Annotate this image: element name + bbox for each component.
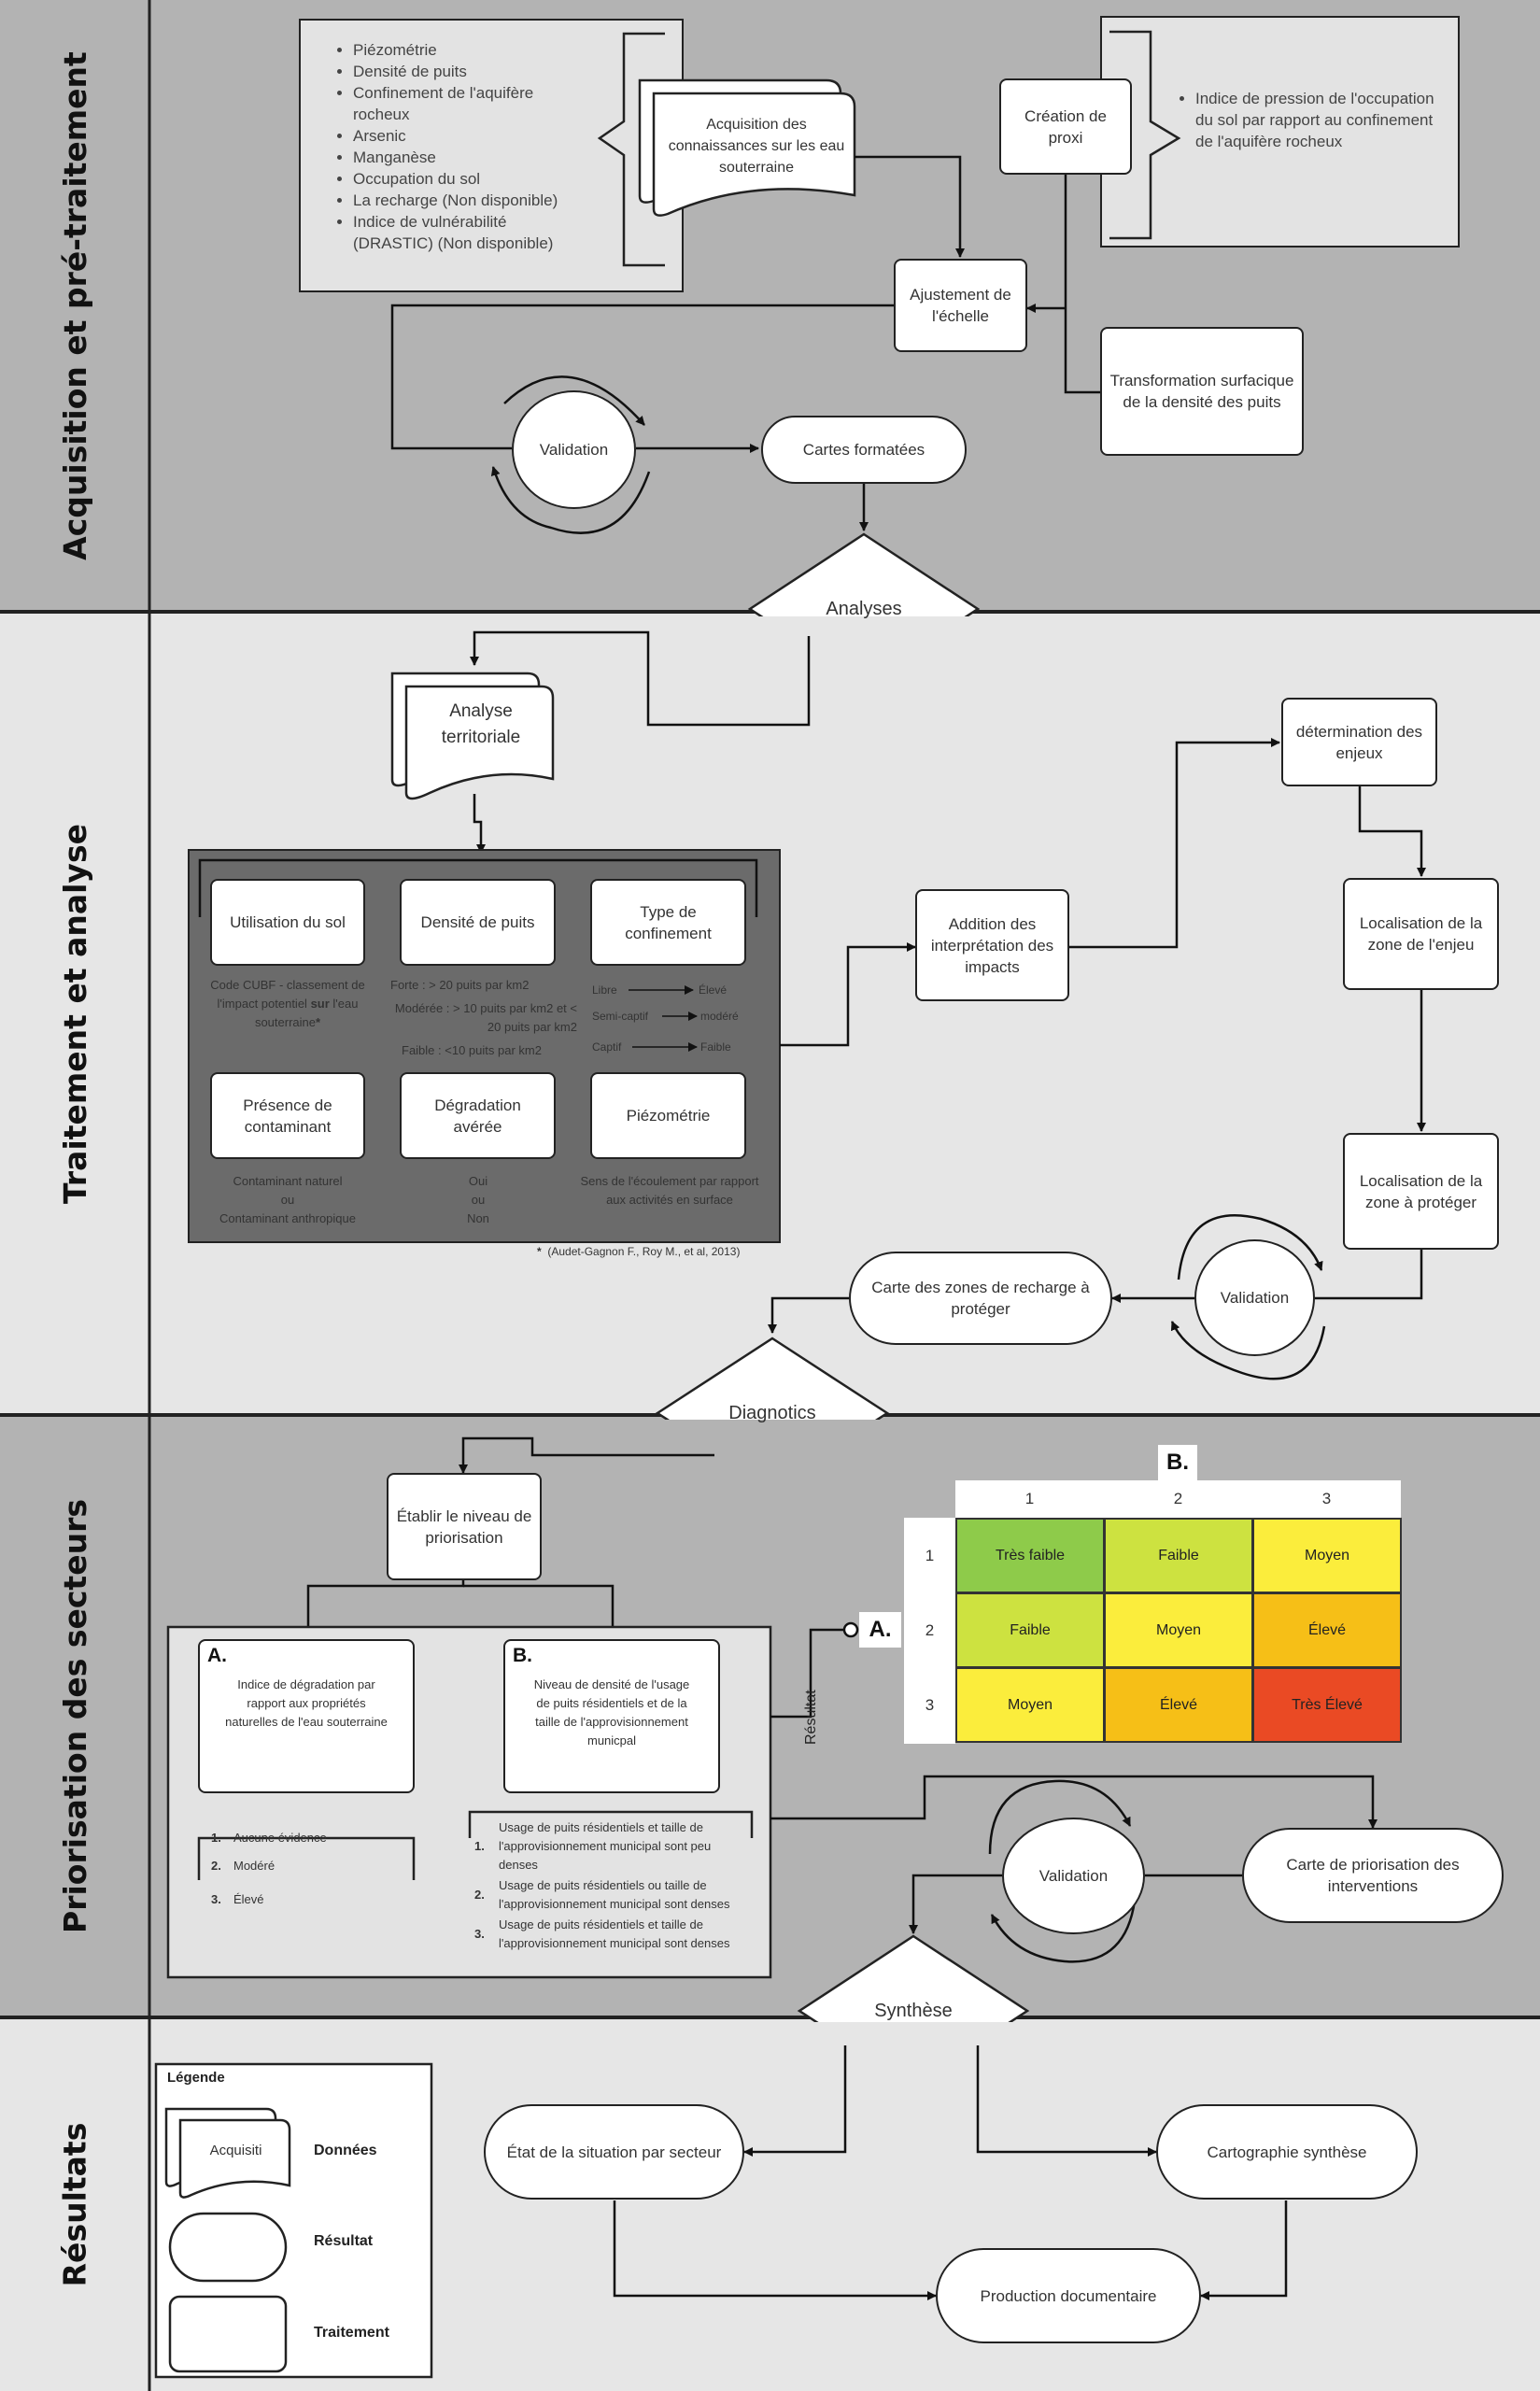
- footnote: * (Audet-Gagnon F., Roy M., et al, 2013): [537, 1245, 741, 1258]
- conf-semi: Semi-captif: [592, 1010, 649, 1023]
- production-documentaire: Production documentaire: [936, 2248, 1201, 2343]
- matrix-header-bg: [955, 1480, 1401, 1518]
- data-item: Indice de vulnérabilité (DRASTIC) (Non d…: [353, 211, 577, 254]
- piezometrie-desc: Sens de l'écoulement par rapport aux act…: [580, 1174, 759, 1207]
- data-item: Piézométrie: [353, 39, 577, 61]
- data-item: La recharge (Non disponible): [353, 190, 577, 211]
- matrix-row-2: 2: [925, 1621, 935, 1639]
- matrix-cell: Moyen: [955, 1667, 1105, 1743]
- densite-puits-box: Densité de puits: [400, 879, 556, 966]
- determination-enjeux-box: détermination des enjeux: [1281, 698, 1437, 786]
- matrix-cell: Faible: [955, 1592, 1105, 1668]
- resultat-label: Résultat: [803, 1690, 819, 1745]
- creation-proxi-box: Création de proxi: [999, 78, 1132, 175]
- validation-circle-2: Validation: [1194, 1239, 1315, 1356]
- utilisation-sol-box: Utilisation du sol: [210, 879, 365, 966]
- densite-faible: Faible : <10 puits par km2: [402, 1043, 542, 1057]
- section1-shapes: [390, 30, 1181, 616]
- matrix-col-3: 3: [1321, 1490, 1332, 1507]
- data-item: Densité de puits: [353, 61, 577, 82]
- legend-resultat: Résultat: [314, 2233, 374, 2249]
- densite-moderee: Modérée : > 10 puits par km2 et < 20 pui…: [394, 1001, 577, 1034]
- matrix-cell: Très Élevé: [1252, 1667, 1402, 1743]
- cartographie-synthese: Cartographie synthèse: [1156, 2104, 1418, 2200]
- data-sources-panel: Piézométrie Densité de puits Confinement…: [299, 19, 684, 292]
- matrix-row-3: 3: [925, 1696, 935, 1714]
- matrix-cell: Très faible: [955, 1518, 1105, 1593]
- matrix-col-2: 2: [1173, 1490, 1183, 1507]
- matrix-b-label-bg: B.: [1158, 1445, 1197, 1480]
- matrix-b-label: B.: [1166, 1450, 1189, 1475]
- data-item: Manganèse: [353, 147, 577, 168]
- presence-desc: Contaminant naturel ou Contaminant anthr…: [219, 1174, 356, 1225]
- a-list-item: 1.Aucune évidence: [211, 1831, 327, 1845]
- proxy-panel: Indice de pression de l'occupation du so…: [1100, 16, 1460, 248]
- criterion-b-box: B. Niveau de densité de l'usage de puits…: [503, 1639, 720, 1793]
- section4-shapes: [154, 2045, 1288, 2379]
- degradation-avere-box: Dégradation avérée: [400, 1072, 556, 1159]
- proxy-item: Indice de pression de l'occupation du so…: [1195, 88, 1448, 152]
- legend-title: Légende: [167, 2070, 225, 2086]
- cartes-formatees: Cartes formatées: [761, 416, 967, 484]
- matrix-cell: Moyen: [1252, 1518, 1402, 1593]
- analyse-territoriale-label: Analyse territoriale: [441, 701, 521, 747]
- presence-contaminant-box: Présence de contaminant: [210, 1072, 365, 1159]
- etablir-niveau-box: Établir le niveau de priorisation: [387, 1473, 542, 1580]
- piezometrie-box: Piézométrie: [590, 1072, 746, 1159]
- densite-forte: Forte : > 20 puits par km2: [390, 978, 530, 992]
- b-list-item: 1.Usage de puits résidentiels et taille …: [474, 1820, 712, 1872]
- a-list-item: 2.Modéré: [211, 1859, 276, 1873]
- matrix-cell: Faible: [1104, 1518, 1253, 1593]
- matrix-row-1: 1: [925, 1547, 935, 1564]
- addition-impacts-box: Addition des interprétation des impacts: [915, 889, 1069, 1001]
- matrix-cell: Élevé: [1252, 1592, 1402, 1668]
- data-item: Arsenic: [353, 125, 577, 147]
- carte-priorisation: Carte de priorisation des interventions: [1242, 1828, 1504, 1923]
- conf-libre-val: Élevé: [699, 983, 728, 997]
- matrix-a-label-bg: A.: [859, 1612, 901, 1648]
- legend-donnees: Données: [314, 2143, 377, 2158]
- carte-recharge: Carte des zones de recharge à protéger: [849, 1252, 1112, 1345]
- matrix-rowhead-bg: [904, 1518, 955, 1744]
- criterion-a-text: Indice de dégradation par rapport aux pr…: [225, 1677, 388, 1729]
- conf-semi-val: modéré: [700, 1010, 739, 1023]
- localisation-proteger-box: Localisation de la zone à protéger: [1343, 1133, 1499, 1250]
- diagnotics-diamond: Diagnotics: [728, 1402, 816, 1423]
- conf-libre: Libre: [592, 983, 617, 997]
- transformation-box: Transformation surfacique de la densité …: [1100, 327, 1304, 456]
- conf-captif: Captif: [592, 1040, 622, 1054]
- etat-situation: État de la situation par secteur: [484, 2104, 744, 2200]
- criterion-b-letter: B.: [513, 1645, 532, 1666]
- data-item: Confinement de l'aquifère rocheux: [353, 82, 577, 125]
- b-list-item: 2.Usage de puits résidentiels ou taille …: [474, 1878, 730, 1911]
- a-list: 1.Aucune évidence 2.Modéré 3.Élevé: [211, 1831, 407, 1906]
- criterion-b-text: Niveau de densité de l'usage de puits ré…: [533, 1677, 690, 1747]
- matrix-col-1: 1: [1024, 1490, 1035, 1507]
- b-list: 1.Usage de puits résidentiels et taille …: [474, 1818, 745, 1953]
- legend-doc-label: Acquisiti: [209, 2143, 262, 2158]
- localisation-enjeu-box: Localisation de la zone de l'enjeu: [1343, 878, 1499, 990]
- a-list-item: 3.Élevé: [211, 1892, 264, 1906]
- matrix-cell: Moyen: [1104, 1592, 1253, 1668]
- analyses-diamond: Analyses: [826, 598, 902, 619]
- conf-captif-val: Faible: [700, 1040, 731, 1054]
- validation-circle-1: Validation: [512, 390, 636, 509]
- b-list-item: 3.Usage de puits résidentiels et taille …: [474, 1917, 730, 1950]
- utilisation-desc: Code CUBF - classement de l'impact poten…: [210, 978, 365, 1029]
- ajustement-echelle-box: Ajustement de l'échelle: [894, 259, 1027, 352]
- matrix-cell: Élevé: [1104, 1667, 1253, 1743]
- synthese-diamond: Synthèse: [874, 2000, 953, 2021]
- legend-traitement: Traitement: [314, 2325, 389, 2341]
- type-confinement-box: Type de confinement: [590, 879, 746, 966]
- acquisition-doc-label: Acquisition des connaissances sur les ea…: [668, 117, 845, 176]
- degradation-desc: Oui ou Non: [467, 1174, 489, 1225]
- data-item: Occupation du sol: [353, 168, 577, 190]
- matrix-a-label: A.: [869, 1617, 892, 1642]
- validation-circle-3: Validation: [1002, 1818, 1145, 1934]
- criterion-a-letter: A.: [207, 1645, 227, 1666]
- criterion-a-box: A. Indice de dégradation par rapport aux…: [198, 1639, 415, 1793]
